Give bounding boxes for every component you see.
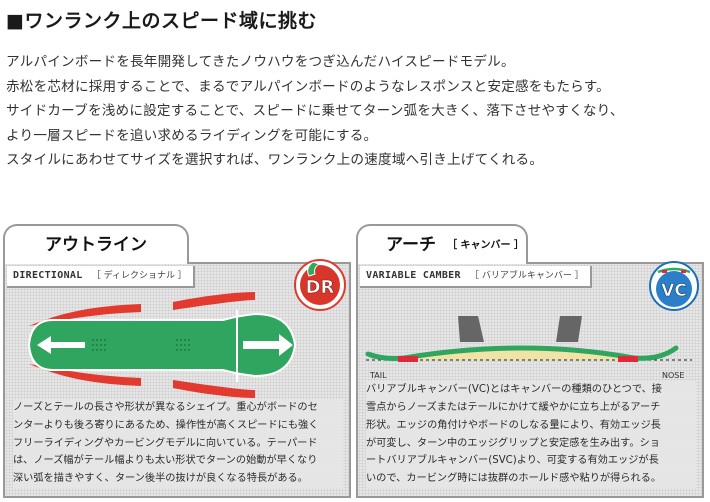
intro-line: より一層スピードを追い求めるライディングを可能にする。 xyxy=(6,127,378,144)
arrow-top-right xyxy=(173,292,255,310)
camber-desc-line: 形状。エッジの角付けやボードのしなる量により、有効エッジ長 xyxy=(366,419,661,431)
badge-text-vc: VC xyxy=(661,281,687,301)
camber-desc-line: 雪点からノーズまたはテールにかけて緩やかに立ち上がるアーチ xyxy=(366,402,661,414)
outline-type-en: DIRECTIONAL xyxy=(13,270,83,281)
outline-desc-line: 深い弧を描きやすく、ターン後半の抜けが良くなる特長がある。 xyxy=(13,473,308,485)
binding-nose xyxy=(556,316,582,342)
outline-box: DIRECTIONAL ［ ディレクショナル ］ ノーズとテールの長さや形状が異… xyxy=(3,262,351,498)
arrow-bottom-right xyxy=(173,380,255,398)
section-heading: ■ワンランク上のスピード域に挑む xyxy=(6,10,317,32)
outline-panel: アウトライン DIRECTIONAL ［ ディレクショナル ］ xyxy=(3,224,351,498)
camber-desc-line: が可変し、ターン中のエッジグリップと安定感を生み出す。ショ xyxy=(366,437,660,449)
intro-line: スタイルにあわせてサイズを選択すれば、ワンランク上の速度域へ引き上げてくれる。 xyxy=(6,152,544,169)
camber-panel: アーチ ［ キャンバー ］ VARIABLE CAMBER ［ バリアブルキャン… xyxy=(356,224,704,498)
tail-label: TAIL xyxy=(369,371,387,380)
tail-arrow xyxy=(37,336,85,354)
camber-type-jp: ［ バリアブルキャンバー ］ xyxy=(470,271,584,281)
camber-tab: アーチ ［ キャンバー ］ xyxy=(356,224,528,264)
outline-desc-line: ンターよりも後ろ寄りにあるため、操作性が高くスピードにも強く xyxy=(13,419,319,431)
camber-description: バリアブルキャンバー(VC)とはキャンバーの種類のひとつで、接 雪点からノーズま… xyxy=(366,381,696,488)
camber-desc-line: バリアブルキャンバー(VC)とはキャンバーの種類のひとつで、接 xyxy=(366,384,662,396)
camber-type-en: VARIABLE CAMBER xyxy=(366,270,461,281)
binding-tail xyxy=(458,316,484,342)
camber-box: VARIABLE CAMBER ［ バリアブルキャンバー ］ TAIL NOSE… xyxy=(356,262,704,498)
directional-board-figure xyxy=(27,292,297,398)
camber-board xyxy=(365,345,679,361)
outline-desc-line: ノーズとテールの長さや形状が異なるシェイプ。重心がボードのセ xyxy=(13,402,318,414)
camber-tab-title: アーチ xyxy=(386,235,436,255)
nose-arrow xyxy=(243,334,293,356)
camber-desc-line: ートバリアブルキャンバー(SVC)より、可変する有効エッジが長 xyxy=(366,455,659,467)
insert-holes xyxy=(92,339,190,351)
camber-desc-line: いので、カービング時には抜群のホールド感や粘りが得られる。 xyxy=(366,473,662,485)
outline-tab: アウトライン xyxy=(3,224,189,264)
board-outline xyxy=(27,312,297,378)
outline-description: ノーズとテールの長さや形状が異なるシェイプ。重心がボードのセ ンターよりも後ろ寄… xyxy=(13,399,343,488)
outline-desc-line: フリーライディングやカービングモデルに向いている。テーパード xyxy=(13,437,318,449)
variable-camber-badge-icon: VC xyxy=(649,261,699,311)
outline-tab-title: アウトライン xyxy=(45,235,147,255)
outline-desc-line: は、ノーズ幅がテール幅よりも太い形状でターンの始動が早くなり xyxy=(13,455,318,467)
directional-badge-icon: DR xyxy=(294,259,346,311)
camber-profile-figure: TAIL NOSE xyxy=(365,316,692,380)
nose-label: NOSE xyxy=(662,371,684,380)
intro-text: アルパインボードを長年開発してきたノウハウをつぎ込んだハイスピードモデル。 赤松… xyxy=(6,50,706,173)
intro-line: アルパインボードを長年開発してきたノウハウをつぎ込んだハイスピードモデル。 xyxy=(6,54,515,70)
intro-line: 赤松を芯材に採用することで、まるでアルパインボードのようなレスポンスと安定感をも… xyxy=(6,78,610,95)
camber-tab-sub: ［ キャンバー ］ xyxy=(447,240,525,251)
intro-line: サイドカーブを浅めに設定することで、スピードに乗せてターン弧を大きく、落下させや… xyxy=(6,103,624,120)
contact-edge-tail xyxy=(398,356,418,362)
contact-edge-nose xyxy=(618,356,638,362)
outline-type-jp: ［ ディレクショナル ］ xyxy=(91,271,187,281)
badge-text-dr: DR xyxy=(306,277,335,298)
camber-type-label: VARIABLE CAMBER ［ バリアブルキャンバー ］ xyxy=(360,266,592,288)
outline-type-label: DIRECTIONAL ［ ディレクショナル ］ xyxy=(7,266,195,288)
